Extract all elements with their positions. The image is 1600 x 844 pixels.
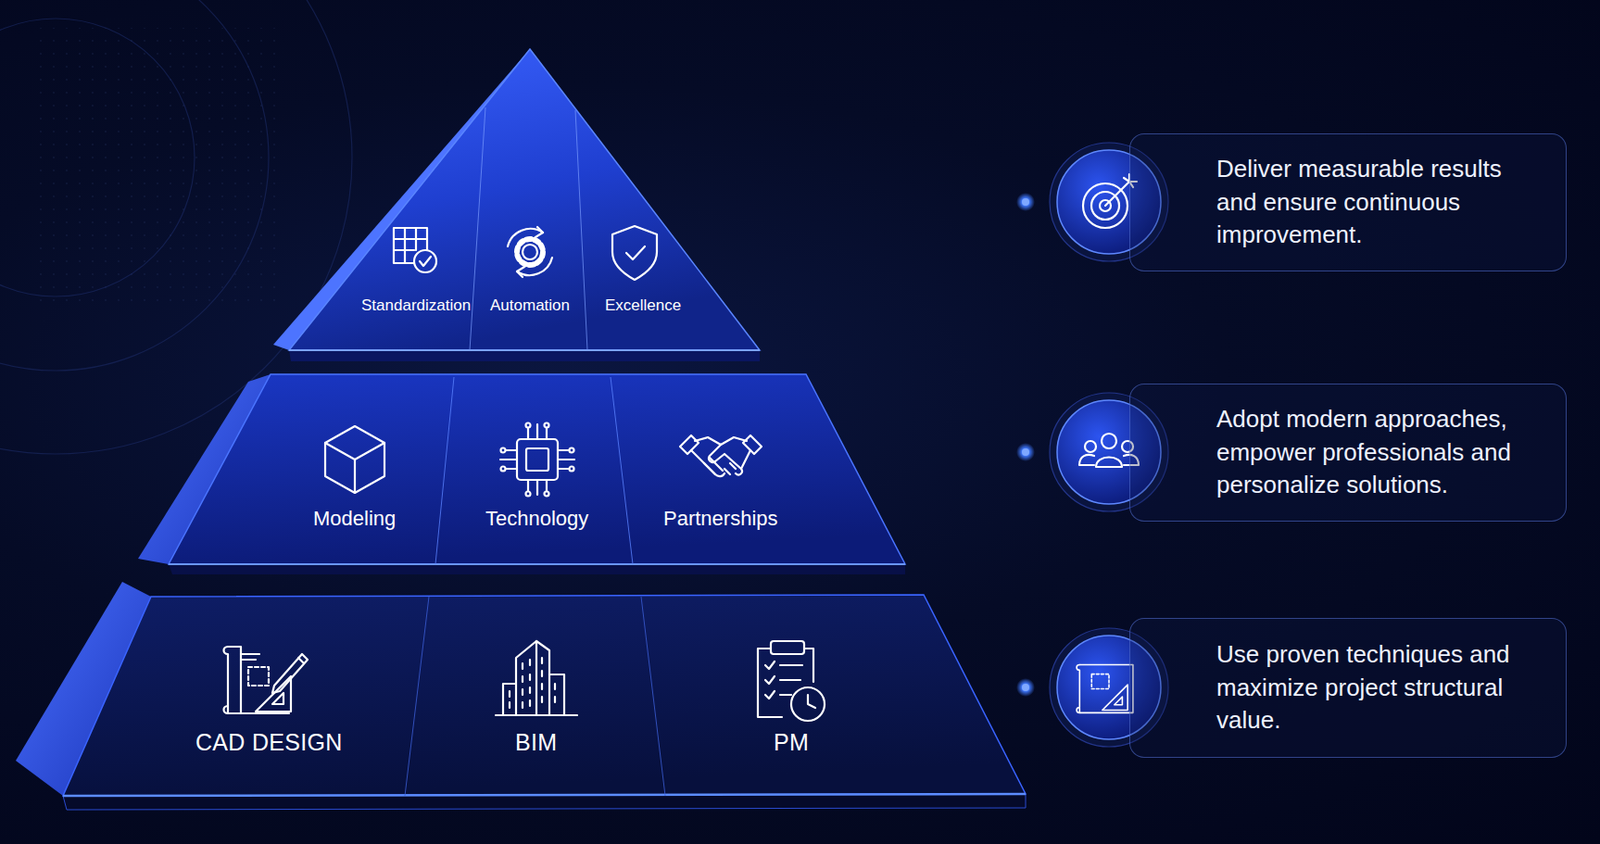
pyramid-cell: PM xyxy=(769,726,813,758)
cell-label: Technology xyxy=(485,506,589,531)
cell-label: Automation xyxy=(490,296,570,315)
pyramid-cell: Modeling xyxy=(309,504,400,533)
card-text: Use proven techniques and maximize proje… xyxy=(1216,638,1546,739)
cell-label: BIM xyxy=(515,728,557,756)
pyramid-cell: Technology xyxy=(481,504,593,533)
pyramid-cell: CAD DESIGN xyxy=(191,726,347,758)
callout-card: Adopt modern approaches, empower profess… xyxy=(1129,383,1567,522)
callout-card: Use proven techniques and maximize proje… xyxy=(1129,617,1567,758)
pyramid-cell: Excellence xyxy=(601,294,685,317)
callout-card: Deliver measurable results and ensure co… xyxy=(1129,133,1567,272)
pyramid-cell: BIM xyxy=(511,726,561,758)
card-text: Deliver measurable results and ensure co… xyxy=(1216,152,1546,253)
pyramid-cell: Standardization xyxy=(357,294,475,317)
cell-label: Partnerships xyxy=(663,506,779,531)
cell-label: Excellence xyxy=(604,296,681,315)
pyramid-cell: Automation xyxy=(486,294,574,317)
cell-label: PM xyxy=(773,728,809,756)
pyramid-cell: Partnerships xyxy=(659,504,782,533)
cell-label: CAD DESIGN xyxy=(195,728,343,756)
card-text: Adopt modern approaches, empower profess… xyxy=(1216,403,1546,504)
cell-label: Modeling xyxy=(313,506,396,531)
cell-label: Standardization xyxy=(361,296,471,315)
